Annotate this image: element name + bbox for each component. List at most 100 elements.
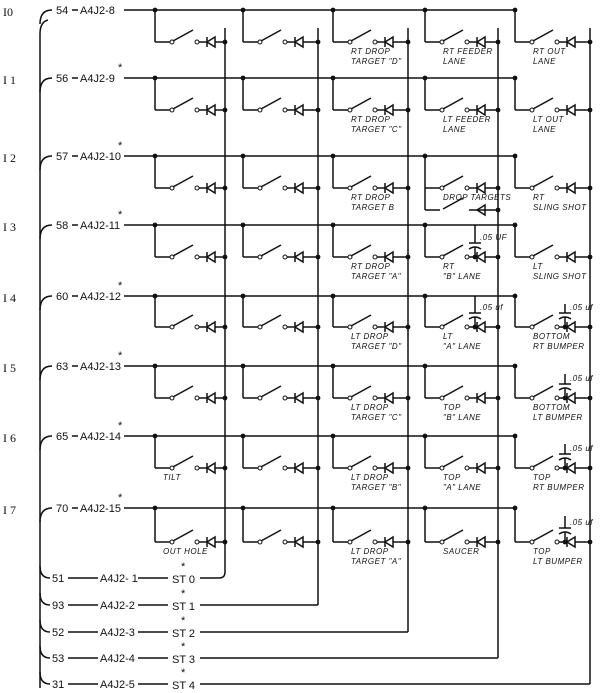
- switch-label: LT DROP: [351, 332, 389, 341]
- switch-contact: [194, 185, 200, 191]
- switch-contact: [372, 395, 378, 401]
- input-label: I 7: [3, 503, 16, 517]
- switch-label: TOP: [443, 473, 461, 482]
- switch-label: RT DROP: [351, 193, 391, 202]
- switch-label: "B" LANE: [443, 272, 481, 281]
- switch-contact: [372, 107, 378, 113]
- asterisk-mark: *: [118, 350, 123, 362]
- switch-blade: [442, 385, 464, 398]
- switch-label: TARGET "C": [351, 413, 402, 422]
- switch-label: TOP: [533, 547, 551, 556]
- switch-label: DROP TARGETS: [443, 193, 511, 202]
- switch-contact: [554, 395, 560, 401]
- switch-label: RT DROP: [351, 47, 391, 56]
- diode-icon: [293, 461, 304, 475]
- switch-blade: [532, 314, 554, 327]
- switch-blade: [532, 97, 554, 110]
- switch-label: "A" LANE: [443, 483, 481, 492]
- wire-number: 52: [52, 627, 64, 639]
- connector-pin: A4J2-11: [80, 220, 120, 232]
- asterisk-mark: *: [181, 615, 186, 627]
- asterisk-mark: *: [118, 209, 123, 221]
- switch-contact: [194, 465, 200, 471]
- diode-icon: [475, 461, 486, 475]
- switch-contact: [372, 185, 378, 191]
- junction-dot: [472, 254, 478, 260]
- diode-icon: [383, 103, 394, 117]
- diode-icon: [205, 461, 216, 475]
- strobe-branch: [39, 592, 51, 606]
- switch-blade: [172, 244, 194, 257]
- diode-icon: [565, 181, 576, 195]
- switch-blade: [172, 529, 194, 542]
- input-label: I 5: [3, 361, 16, 375]
- wire-number: 57: [56, 151, 68, 163]
- switch-blade: [350, 175, 372, 188]
- wire-number: 65: [56, 431, 68, 443]
- switch-contact: [554, 39, 560, 45]
- switch-label: RT DROP: [351, 262, 391, 271]
- switch-blade: [260, 244, 282, 257]
- switch-contact: [464, 254, 470, 260]
- switch-contact: [194, 395, 200, 401]
- wire-number: 60: [56, 291, 68, 303]
- switch-blade: [532, 175, 554, 188]
- switch-label: RT DROP: [351, 115, 391, 124]
- switch-label: LANE: [443, 125, 466, 134]
- wire-number: 58: [56, 220, 68, 232]
- diode-icon: [475, 35, 486, 49]
- capacitor-value: .05 uf: [570, 303, 593, 312]
- switch-blade: [350, 455, 372, 468]
- switch-blade: [442, 29, 464, 42]
- switch-contact: [554, 254, 560, 260]
- diode-icon: [293, 535, 304, 549]
- input-label: I 6: [3, 431, 16, 445]
- diode-icon: [383, 181, 394, 195]
- wire-number: 53: [52, 653, 64, 665]
- wire-number: 70: [56, 503, 68, 515]
- input-label: I 4: [3, 291, 16, 305]
- switch-label: SLING SHOT: [533, 203, 587, 212]
- switch-blade: [172, 29, 194, 42]
- switch-blade: [532, 529, 554, 542]
- switch-blade: [350, 244, 372, 257]
- connector-pin: A4J2-10: [80, 151, 121, 163]
- switch-blade: [532, 244, 554, 257]
- diode-icon: [475, 181, 486, 195]
- connector-pin: A4J2-8: [80, 5, 115, 17]
- switch-contact: [464, 465, 470, 471]
- switch-label: TARGET B: [351, 203, 395, 212]
- switch-blade: [442, 314, 464, 327]
- diode-icon: [383, 391, 394, 405]
- switch-label: BOTTOM: [533, 332, 570, 341]
- diode-icon: [205, 103, 216, 117]
- switch-contact: [194, 539, 200, 545]
- switch-contact: [464, 395, 470, 401]
- diode-icon: [475, 320, 486, 334]
- switch-blade: [260, 529, 282, 542]
- connector-pin: A4J2-5: [100, 679, 135, 691]
- junction-dot: [562, 324, 568, 330]
- switch-blade: [172, 385, 194, 398]
- diode-icon: [475, 391, 486, 405]
- switch-blade: [172, 97, 194, 110]
- junction-dot: [562, 395, 568, 401]
- switch-label: RT BUMPER: [533, 483, 584, 492]
- switch-blade: [260, 455, 282, 468]
- switch-label: TARGET "D": [351, 342, 402, 351]
- wire-number: 56: [56, 73, 68, 85]
- diode-icon: [293, 391, 304, 405]
- switch-label: LT BUMPER: [533, 557, 583, 566]
- diode-icon: [475, 103, 486, 117]
- diode-icon: [565, 535, 576, 549]
- switch-blade: [532, 29, 554, 42]
- diode-icon: [293, 181, 304, 195]
- diode-icon: [383, 461, 394, 475]
- strobe-label: ST 4: [172, 680, 195, 692]
- diode-icon: [293, 320, 304, 334]
- switch-label: TARGET "B": [351, 483, 402, 492]
- strobe-branch: [39, 645, 51, 659]
- junction-dot: [472, 324, 478, 330]
- connector-pin: A4J2-14: [80, 431, 121, 443]
